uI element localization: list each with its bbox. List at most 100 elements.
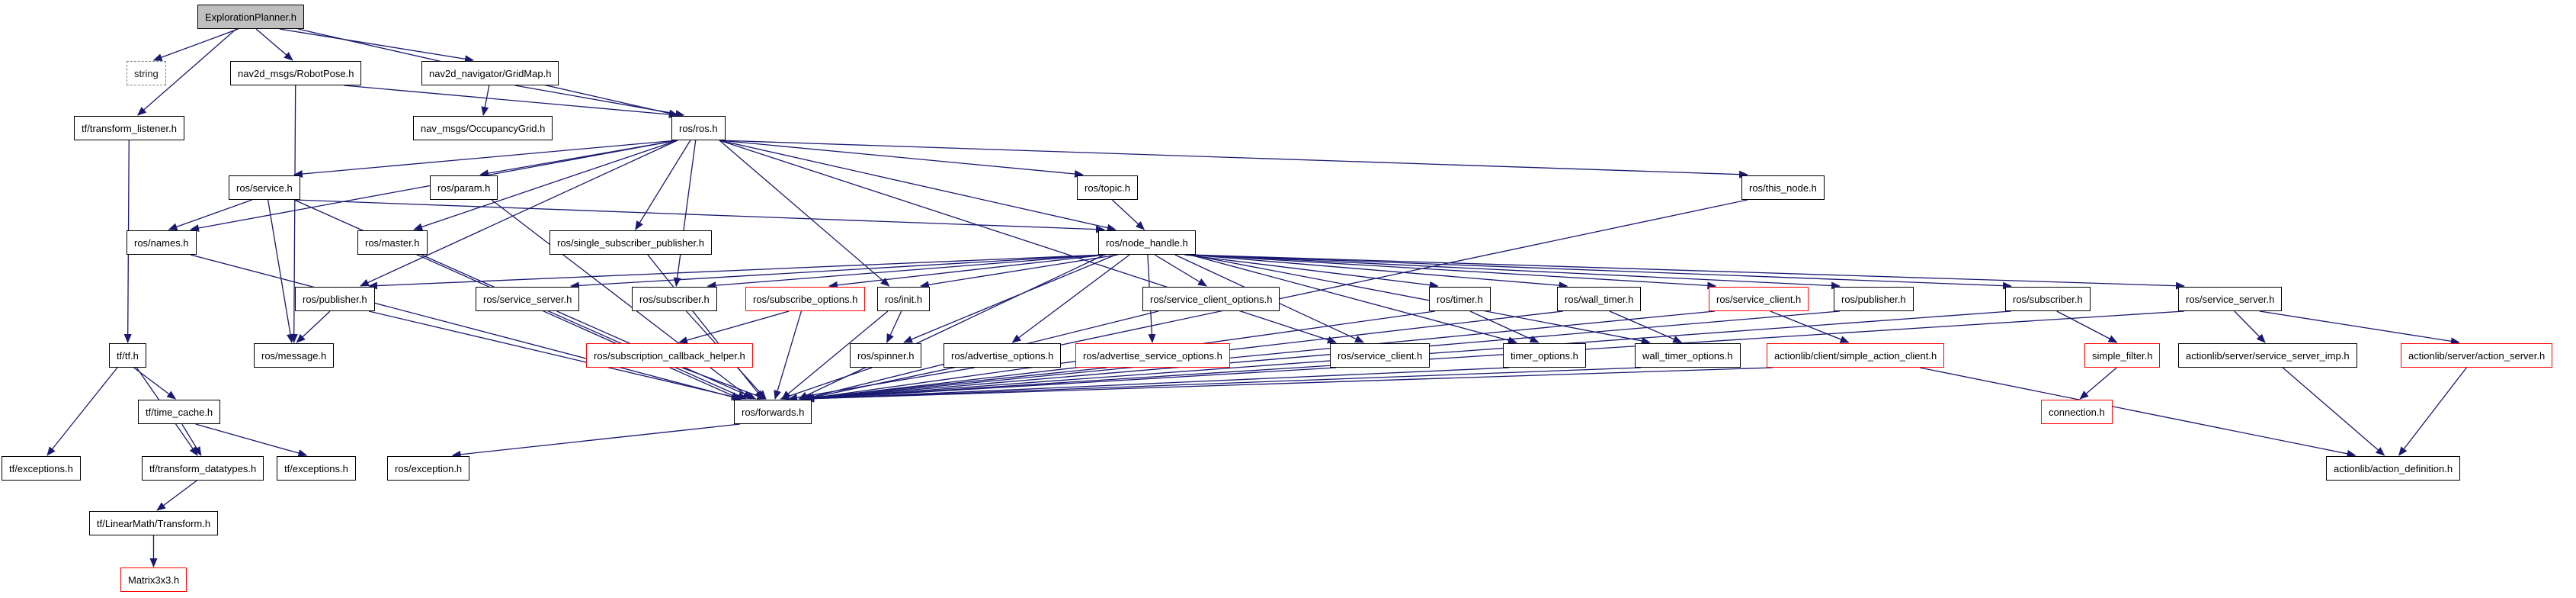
graph-edge-action_server--action_definition	[2398, 367, 2467, 456]
graph-edge-ssp--forwards	[647, 254, 764, 400]
graph-edge-robotpose--message	[290, 85, 298, 343]
graph-node-service_client_m[interactable]: ros/service_client.h	[1330, 343, 1431, 368]
graph-node-message[interactable]: ros/message.h	[254, 343, 335, 368]
graph-edge-node_handle--publisher_l	[368, 254, 1105, 290]
graph-node-forwards[interactable]: ros/forwards.h	[734, 400, 812, 424]
graph-node-occupancygrid[interactable]: nav_msgs/OccupancyGrid.h	[413, 116, 553, 140]
graph-node-robotpose[interactable]: nav2d_msgs/RobotPose.h	[230, 61, 362, 85]
graph-node-sc_options[interactable]: ros/service_client_options.h	[1142, 287, 1280, 311]
graph-edge-subscriber_r--simple_filter	[2056, 310, 2118, 343]
graph-edge-sac--forwards	[805, 367, 1773, 403]
graph-node-explorationplanner[interactable]: ExplorationPlanner.h	[197, 5, 304, 29]
graph-node-service_server_r[interactable]: ros/service_server.h	[2178, 287, 2283, 311]
graph-node-ros_exception[interactable]: ros/exception.h	[387, 456, 470, 481]
graph-node-sac[interactable]: actionlib/client/simple_action_client.h	[1767, 343, 1945, 368]
graph-node-names[interactable]: ros/names.h	[127, 230, 197, 255]
graph-node-gridmap[interactable]: nav2d_navigator/GridMap.h	[421, 61, 559, 85]
graph-node-transform_datatypes[interactable]: tf/transform_datatypes.h	[142, 456, 264, 481]
graph-node-timer[interactable]: ros/timer.h	[1429, 287, 1491, 311]
graph-edge-sch--forwards	[681, 367, 767, 400]
graph-node-subscribe_options[interactable]: ros/subscribe_options.h	[745, 287, 866, 311]
graph-node-node_handle[interactable]: ros/node_handle.h	[1098, 230, 1196, 255]
graph-edge-service_server_r--action_server	[2259, 310, 2460, 346]
graph-edge-ros--publisher_l	[359, 140, 678, 287]
graph-node-transform_listener[interactable]: tf/transform_listener.h	[74, 116, 184, 140]
graph-edge-subscribe_options--forwards	[774, 310, 803, 400]
graph-node-tf_exceptions_2[interactable]: tf/exceptions.h	[277, 456, 356, 481]
graph-edge-service_server_r--forwards	[805, 310, 2185, 403]
graph-edge-master--forwards	[421, 254, 747, 400]
graph-node-action_definition[interactable]: actionlib/action_definition.h	[2326, 456, 2461, 481]
graph-edge-ros--node_handle	[719, 140, 1117, 232]
graph-node-timer_options[interactable]: timer_options.h	[1503, 343, 1586, 368]
graph-node-tf_exceptions_1[interactable]: tf/exceptions.h	[2, 456, 81, 481]
graph-node-subscriber_l[interactable]: ros/subscriber.h	[632, 287, 717, 311]
graph-node-aso[interactable]: ros/advertise_service_options.h	[1075, 343, 1230, 368]
graph-node-time_cache[interactable]: tf/time_cache.h	[138, 400, 221, 424]
graph-node-spinner[interactable]: ros/spinner.h	[850, 343, 922, 368]
graph-edge-ros--master	[413, 140, 678, 231]
graph-edge-node_handle--subscriber_l	[706, 254, 1105, 290]
graph-node-action_server[interactable]: actionlib/server/action_server.h	[2401, 343, 2553, 368]
graph-edge-aso--forwards	[798, 367, 1107, 402]
graph-edge-explorationplanner--gridmap	[279, 28, 475, 63]
graph-edge-ros--topic	[719, 140, 1084, 178]
graph-edge-node_handle--sc_options	[1154, 254, 1207, 287]
graph-edge-init--forwards	[781, 310, 889, 400]
graph-edge-wall_timer--wall_timer_options	[1609, 310, 1683, 343]
graph-edge-service_client_r--sac	[1770, 310, 1850, 343]
graph-node-publisher_r[interactable]: ros/publisher.h	[1834, 287, 1914, 311]
graph-edge-node_handle--init	[919, 254, 1118, 289]
graph-node-master[interactable]: ros/master.h	[357, 230, 428, 255]
graph-node-this_node[interactable]: ros/this_node.h	[1741, 175, 1825, 200]
graph-node-string[interactable]: string	[127, 61, 166, 85]
graph-node-service_server_l[interactable]: ros/service_server.h	[476, 287, 580, 311]
graph-edge-service_client_r--forwards	[805, 310, 1716, 402]
graph-edge-topic--node_handle	[1111, 199, 1145, 230]
graph-edge-gridmap--occupancygrid	[481, 85, 490, 116]
graph-edge-tf--time_cache	[133, 367, 177, 400]
graph-node-connection[interactable]: connection.h	[2041, 400, 2113, 424]
graph-node-lm_transform[interactable]: tf/LinearMath/Transform.h	[89, 511, 219, 535]
graph-node-simple_filter[interactable]: simple_filter.h	[2084, 343, 2161, 368]
graph-node-wall_timer_options[interactable]: wall_timer_options.h	[1635, 343, 1741, 368]
graph-edge-service--names	[168, 199, 253, 231]
graph-edge-simple_filter--connection	[2079, 367, 2117, 400]
graph-edge-robotpose--ros	[344, 85, 678, 119]
graph-edge-node_handle--publisher_r	[1189, 254, 1841, 290]
graph-edge-node_handle--subscriber_r	[1189, 254, 2012, 290]
graph-node-advertise_options[interactable]: ros/advertise_options.h	[944, 343, 1062, 368]
graph-edge-sac--action_definition	[1920, 367, 2357, 458]
graph-edge-publisher_r--forwards	[805, 310, 1841, 403]
graph-node-subscriber_r[interactable]: ros/subscriber.h	[2005, 287, 2091, 311]
graph-edge-time_cache--transform_datatypes	[181, 423, 202, 456]
graph-node-init[interactable]: ros/init.h	[877, 287, 931, 311]
graph-node-param[interactable]: ros/param.h	[430, 175, 498, 200]
graph-edge-node_handle--wall_timer	[1189, 254, 1568, 290]
graph-edge-param--forwards	[491, 199, 752, 400]
graph-edge-ros--service	[293, 140, 678, 178]
graph-node-wall_timer[interactable]: ros/wall_timer.h	[1557, 287, 1642, 311]
graph-edge-node_handle--service_server_r	[1189, 254, 2185, 290]
graph-edge-names--forwards	[190, 254, 741, 401]
graph-edge-service_server_r--ssi	[2234, 310, 2266, 343]
graph-node-publisher_l[interactable]: ros/publisher.h	[295, 287, 375, 311]
graph-edge-node_handle--service_server_l	[569, 254, 1105, 290]
graph-edge-ssi--action_definition	[2282, 367, 2385, 456]
graph-node-topic[interactable]: ros/topic.h	[1077, 175, 1138, 200]
graph-node-service_client_r[interactable]: ros/service_client.h	[1709, 287, 1809, 311]
graph-edge-ros--service_client_m	[719, 140, 1337, 344]
graph-edge-node_handle--forwards	[798, 254, 1105, 400]
graph-edge-transform_datatypes--lm_transform	[156, 480, 197, 511]
graph-edge-tf--tf_exceptions_1	[46, 367, 118, 456]
graph-edge-timer_options--forwards	[805, 367, 1510, 403]
graph-node-ssi[interactable]: actionlib/server/service_server_imp.h	[2178, 343, 2357, 368]
graph-node-ros[interactable]: ros/ros.h	[671, 116, 726, 140]
graph-node-service[interactable]: ros/service.h	[229, 175, 300, 200]
graph-node-sch[interactable]: ros/subscription_callback_helper.h	[586, 343, 753, 368]
graph-node-matrix3x3[interactable]: Matrix3x3.h	[120, 567, 187, 592]
graph-edge-time_cache--tf_exceptions_2	[195, 423, 308, 457]
graph-node-ssp[interactable]: ros/single_subscriber_publisher.h	[549, 230, 712, 255]
graph-node-tf[interactable]: tf/tf.h	[109, 343, 146, 368]
